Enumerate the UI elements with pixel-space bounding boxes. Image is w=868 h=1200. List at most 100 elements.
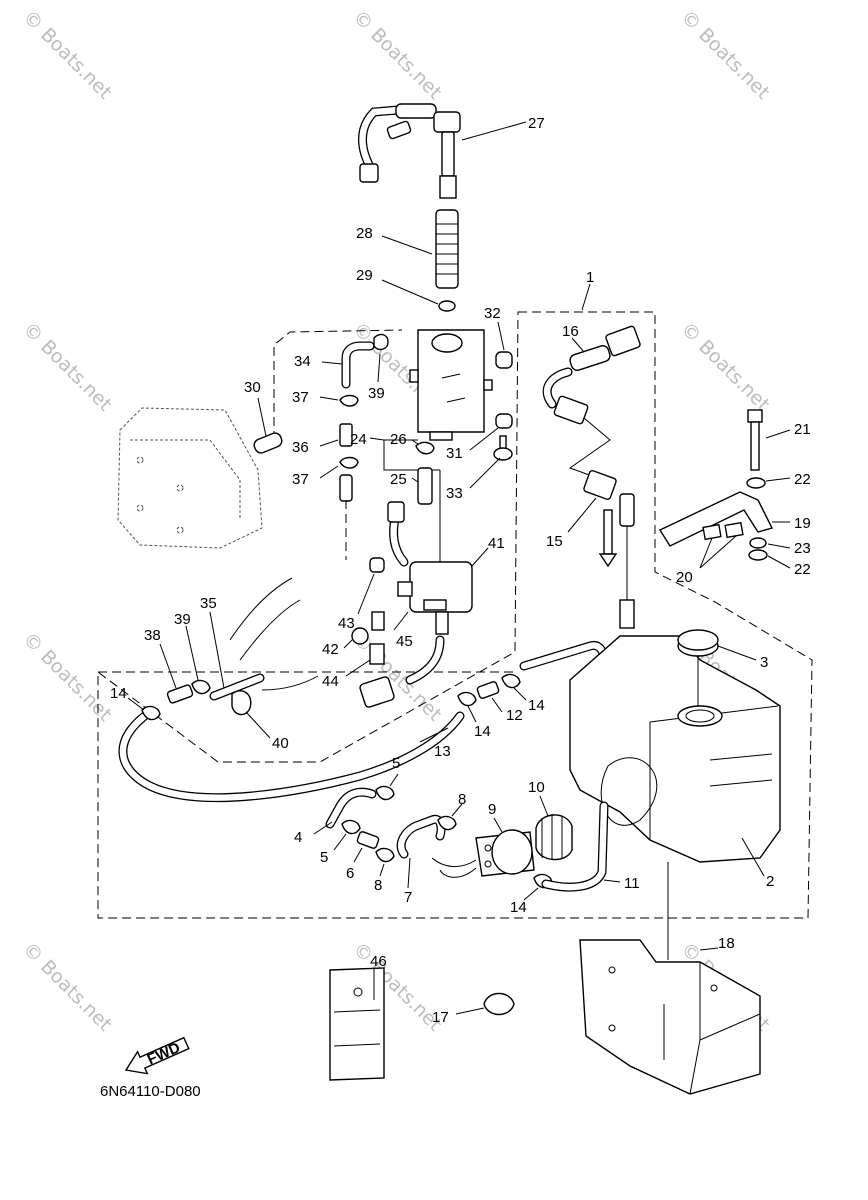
- part-33-bolt: [493, 435, 513, 461]
- part-17-clamp: [483, 992, 515, 1016]
- callout: 41: [488, 535, 505, 552]
- fwd-arrow: FWD: [124, 1036, 190, 1075]
- callout: 1: [586, 269, 594, 286]
- part-6-fitting: [356, 831, 380, 849]
- leader-15: [567, 497, 597, 533]
- leader-25: [411, 477, 419, 483]
- part-23-washer: [749, 537, 767, 549]
- callout: 33: [446, 485, 463, 502]
- fwd-label: FWD: [145, 1039, 183, 1068]
- leader-43: [357, 573, 375, 615]
- part-39-clip: [373, 333, 389, 351]
- leader-17: [455, 1007, 485, 1015]
- callout: 31: [446, 445, 463, 462]
- leader-42: [343, 639, 353, 649]
- callout: 11: [624, 875, 640, 892]
- callout: 37: [292, 471, 309, 488]
- part-44-connector: [359, 643, 395, 708]
- leader-35: [209, 611, 225, 689]
- callout: 44: [322, 673, 339, 690]
- callout: 26: [390, 431, 407, 448]
- callout: 38: [144, 627, 161, 644]
- part-26-clip: [415, 441, 435, 455]
- callout: 22: [794, 471, 811, 488]
- part-43-grommet: [369, 557, 385, 573]
- watermark: © Boats.net: [18, 938, 116, 1036]
- pump-wiring: [431, 857, 477, 878]
- callout: 18: [718, 935, 735, 952]
- callout: 14: [110, 685, 127, 702]
- leader-39a: [377, 353, 381, 383]
- leader-24: [369, 437, 385, 441]
- leader-18: [699, 947, 719, 951]
- leader-12: [491, 697, 503, 713]
- callout: 9: [488, 801, 496, 818]
- watermark: © Boats.net: [348, 6, 446, 104]
- callout: 29: [356, 267, 373, 284]
- leader-3: [717, 645, 757, 661]
- leader-7: [407, 857, 411, 889]
- callout: 5: [392, 755, 400, 772]
- assembly-1-boundary: [97, 311, 813, 919]
- callout: 15: [546, 533, 563, 550]
- part-46-label: [329, 967, 385, 1081]
- bracket-24: [383, 439, 440, 471]
- part-5-clip-b: [341, 819, 361, 835]
- callout: 22: [794, 561, 811, 578]
- callout: 32: [484, 305, 501, 322]
- watermark: © Boats.net: [18, 628, 116, 726]
- callout: 6: [346, 865, 354, 882]
- part-28-sleeve: [435, 209, 459, 289]
- part-22-washer-b: [748, 549, 768, 561]
- callout: 34: [294, 353, 311, 370]
- callout: 42: [322, 641, 339, 658]
- callout: 25: [390, 471, 407, 488]
- callout: 8: [458, 791, 466, 808]
- part-16-connector: [542, 325, 641, 425]
- leader-39b: [185, 625, 199, 681]
- part-40-clip: [231, 690, 252, 716]
- leader-9: [493, 817, 503, 833]
- leader-28: [381, 235, 433, 255]
- callout: 4: [294, 829, 302, 846]
- callout: 24: [350, 431, 367, 448]
- part-14-clip-b: [457, 691, 477, 707]
- harness-zigzag: [568, 417, 611, 477]
- callout: 46: [370, 953, 387, 970]
- part-5-clip-a: [375, 785, 395, 801]
- callout: 40: [272, 735, 289, 752]
- callout: 10: [528, 779, 545, 796]
- part-29-washer: [438, 300, 456, 312]
- leader-29: [381, 279, 439, 305]
- part-8-clip-b: [375, 847, 395, 863]
- callout: 14: [510, 899, 527, 916]
- leader-8b: [379, 863, 385, 877]
- part-37-clip: [339, 394, 359, 407]
- part-42-oring: [351, 627, 369, 645]
- leader-2: [741, 837, 765, 877]
- leader-10: [539, 795, 549, 817]
- leader-45: [393, 611, 409, 631]
- part-15-connector: [583, 470, 618, 568]
- leader-5a: [389, 773, 399, 787]
- callout: 27: [528, 115, 545, 132]
- leader-22a: [765, 477, 791, 482]
- callout: 45: [396, 633, 413, 650]
- callout: 36: [292, 439, 309, 456]
- leader-38: [159, 643, 177, 689]
- leader-26: [411, 439, 419, 445]
- part-9-fuel-pump: [475, 829, 535, 877]
- leader-44: [345, 659, 371, 677]
- leader-14c: [513, 687, 527, 701]
- callout: 23: [794, 540, 811, 557]
- part-39-clip-b: [191, 679, 211, 695]
- part-12-fitting: [476, 681, 500, 699]
- watermark: © Boats.net: [676, 6, 774, 104]
- leader-4: [313, 821, 333, 835]
- part-21-bolt: [747, 409, 763, 471]
- part-24-vapor-separator: [409, 329, 493, 441]
- callout: 16: [562, 323, 579, 340]
- leader-11: [603, 879, 621, 883]
- leader-8a: [451, 803, 463, 817]
